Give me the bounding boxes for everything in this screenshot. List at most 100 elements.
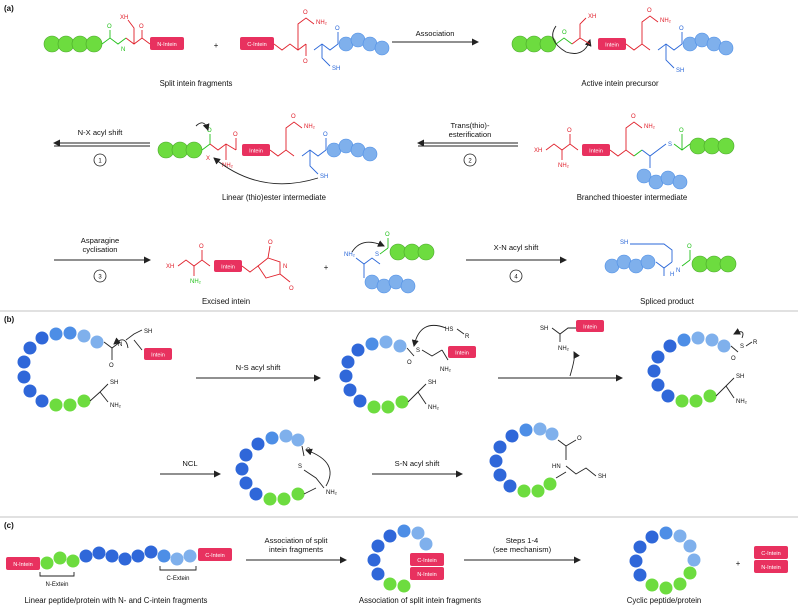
intein-label: Intein [455,351,469,357]
step-number-circle [93,269,107,283]
c-intein-fragment: C-Intein NH₂ O O SH O [240,10,390,72]
n-intein-tag [150,37,184,50]
atom-nh2: NH₂ [660,18,672,24]
c-intein-label: C-Intein [205,553,225,559]
atom-o: O [291,114,296,120]
atom-o: O [679,26,684,32]
atom-nh2: NH₂ [316,20,328,26]
c-extein-label: C-Extein [166,576,189,582]
curved-arrow [113,337,129,349]
atom-o: O [679,128,684,134]
atom-sh: SH [144,329,152,335]
caption-spliced-product: Spliced product [640,297,695,306]
atom-nh2: NH₂ [644,124,656,130]
step-ncl-label: NCL [182,459,197,468]
atom-nh2: NH₂ [558,163,570,169]
c-intein-label: C-Intein [247,42,267,48]
atom-o: O [335,26,340,32]
caption-branched-thioester: Branched thioester intermediate [577,193,688,202]
atom-nh2: NH₂ [110,403,122,409]
plus-sign: + [214,41,219,50]
atom-xh: XH [588,14,596,20]
step-number-2: 2 [468,159,472,165]
step-ns-acyl-shift-label: N-S acyl shift [236,363,282,372]
atom-sh: SH [620,240,628,246]
atom-o: O [303,59,308,65]
atom-o: O [139,24,144,30]
atom-o: O [567,128,572,134]
atom-o: O [107,24,112,30]
c-intein-tag [754,546,788,559]
intein-label: Intein [249,149,263,155]
atom-o: O [289,286,294,292]
thioester-s-linked: NH₂ S O [344,232,435,294]
intein-tag [582,144,610,156]
curved-arrow [411,324,447,347]
active-intein-precursor: O XH Intein NH₂ O SH O [511,8,734,74]
atom-sh: SH [428,380,436,386]
step-number-4: 4 [514,275,518,281]
atom-o: O [407,360,412,366]
caption-active-intein-precursor: Active intein precursor [581,79,659,88]
c-intein-tag [410,553,444,566]
c-extein-bracket [159,566,197,571]
atom-n: N [676,268,680,274]
atom-hn: HN [552,464,561,470]
atom-n: N [118,342,122,348]
caption-linear-thioester: Linear (thio)ester intermediate [222,193,326,202]
step-association-label: Association [416,29,455,38]
atom-nh2: NH₂ [428,405,440,411]
blue-bead-chain [338,32,390,56]
n-intein-label: N-Intein [157,42,177,48]
curved-arrow [351,240,385,253]
branched-thioester-intermediate: XH NH₂ O Intein NH₂ O S O [534,114,735,190]
atom-sh: SH [676,68,684,74]
atom-nh2: NH₂ [222,163,234,169]
atom-h: H [670,272,674,278]
n-intein-tag [754,560,788,573]
n-intein-label: N-Intein [761,565,781,571]
atom-x: X [206,156,210,162]
intein-label: Intein [583,325,597,331]
ring-thioester-r: O S R SH NH₂ [647,328,758,408]
ring-peptide-intein: O N SH Intein SH NH₂ [17,326,172,412]
curved-release-arrow [569,351,580,377]
curved-arrow [305,448,331,487]
associated-ring: C-Intein N-Intein [367,524,444,593]
n-extein-label: N-Extein [45,582,68,588]
c-intein-label: C-Intein [761,551,781,557]
atom-o: O [199,244,204,250]
curved-arrow [213,157,319,185]
atom-o: O [323,132,328,138]
n-intein-fragment: O XH O N N-Intein [43,15,184,53]
atom-o: O [268,240,273,246]
atom-xh: XH [120,15,128,21]
atom-nh2: NH₂ [190,279,202,285]
step-steps-label-2: (see mechanism) [493,545,552,554]
atom-n: N [283,264,287,270]
step-nx-acyl-shift-label: N-X acyl shift [78,128,124,137]
curved-arrow [195,122,210,131]
intein-tag [242,144,270,156]
caption-split-intein-fragments: Split intein fragments [160,79,233,88]
atom-o: O [109,363,114,369]
step-asparagine-label-1: Asparagine [81,236,119,245]
step-trans-label-1: Trans(thio)- [451,121,490,130]
curved-arrow [733,328,744,339]
atom-nh2: NH₂ [326,490,338,496]
atom-o: O [385,232,390,238]
atom-nh2: NH₂ [736,399,748,405]
intein-label: Intein [589,149,603,155]
atom-sh: SH [110,380,118,386]
n-intein-label: N-Intein [13,562,33,568]
atom-s: S [375,252,379,258]
spliced-product: SH H N O [604,240,737,278]
n-intein-tag [6,557,40,570]
released-intein: SH NH₂ Intein [540,320,604,352]
atom-sh: SH [540,326,548,332]
step-trans-label-2: esterification [449,130,492,139]
atom-nh2: NH₂ [440,367,452,373]
panel-a-label: (a) [4,4,14,13]
n-extein-bracket [39,572,75,577]
